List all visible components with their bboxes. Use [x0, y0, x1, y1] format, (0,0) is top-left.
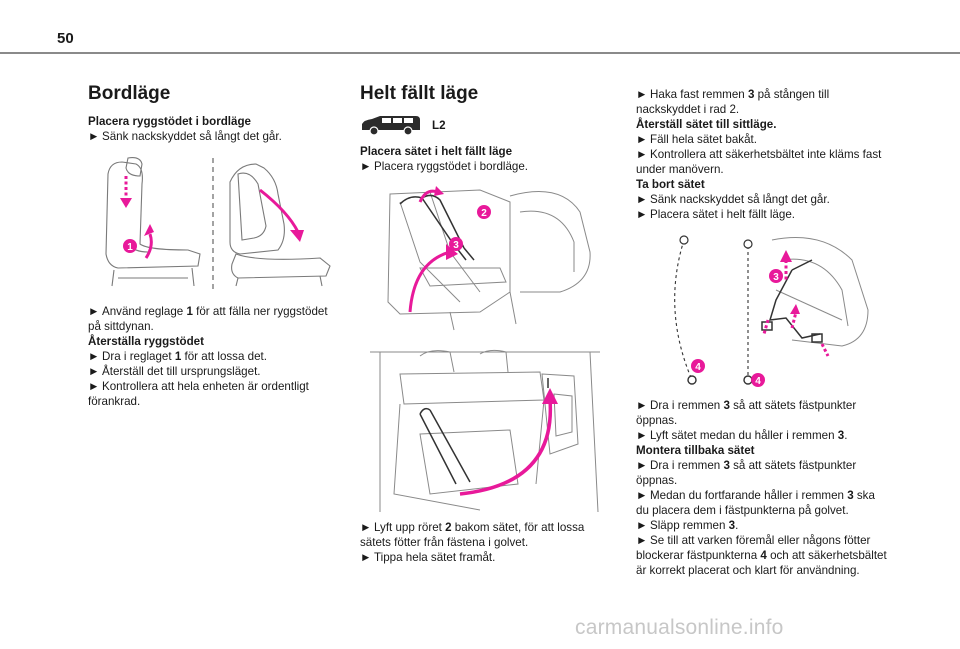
arrow-icon: ►	[88, 380, 100, 393]
arrow-icon: ►	[636, 429, 648, 442]
instruction-step-cont: sätets fötter från fästena i golvet.	[360, 536, 529, 549]
arrow-icon: ►	[636, 208, 648, 221]
callout-label-2: 2	[481, 208, 487, 219]
callout-label-4: 4	[755, 376, 761, 387]
instruction-step: ►Lyft upp röret 2 bakom sätet, för att l…	[360, 521, 585, 534]
arrow-icon: ►	[636, 148, 648, 161]
instruction-step-cont: öppnas.	[636, 414, 678, 427]
arrow-icon: ►	[636, 133, 648, 146]
section-title: Bordläge	[88, 83, 171, 104]
subheading: Placera sätet i helt fällt läge	[360, 145, 513, 158]
callout-label-4: 4	[695, 362, 701, 373]
arrow-icon: ►	[360, 160, 372, 173]
arrow-icon: ►	[636, 489, 648, 502]
seat-fold-illustration: 1	[88, 154, 338, 294]
callout-label-3: 3	[453, 240, 459, 251]
seat-anchor-illustration: 3 4 4	[672, 230, 872, 390]
variant-badge: L2	[432, 118, 446, 132]
section-remove-seat: ►Haka fast remmen 3 på stången till nack…	[636, 87, 898, 578]
seat-tip-forward-illustration	[360, 344, 610, 512]
subheading: Montera tillbaka sätet	[636, 444, 755, 457]
instruction-step: ►Tippa hela sätet framåt.	[360, 551, 496, 564]
instruction-step: ►Kontrollera att säkerhetsbältet inte kl…	[636, 148, 882, 161]
instruction-step: ►Kontrollera att hela enheten är ordentl…	[88, 380, 309, 393]
instruction-step: ►Medan du fortfarande håller i remmen 3 …	[636, 489, 875, 502]
instruction-step: ►Lyft sätet medan du håller i remmen 3.	[636, 429, 848, 442]
instruction-step-cont: öppnas.	[636, 474, 678, 487]
arrow-icon: ►	[636, 519, 648, 532]
instruction-step-cont: blockerar fästpunkterna 4 och att säkerh…	[636, 549, 887, 562]
instruction-step-cont: under manövern.	[636, 163, 724, 176]
instruction-step: ►Släpp remmen 3.	[636, 519, 739, 532]
instruction-step: ►Dra i remmen 3 så att sätets fästpunkte…	[636, 459, 857, 472]
subheading: Ta bort sätet	[636, 178, 705, 191]
arrow-icon: ►	[636, 88, 648, 101]
arrow-icon: ►	[636, 534, 648, 547]
callout-label-1: 1	[127, 242, 133, 253]
instruction-step-cont: på sittdynan.	[88, 320, 154, 333]
callout-label-3: 3	[773, 272, 779, 283]
arrow-icon: ►	[88, 305, 100, 318]
arrow-icon: ►	[88, 350, 100, 363]
arrow-icon: ►	[360, 551, 372, 564]
header-divider	[0, 52, 960, 54]
subheading: Återställ sätet till sittläge.	[636, 118, 777, 131]
arrow-icon: ►	[636, 459, 648, 472]
section-fully-folded: Helt fällt läge L2 Placera sätet i helt …	[360, 80, 610, 565]
instruction-step: ►Dra i reglaget 1 för att lossa det.	[88, 350, 267, 363]
instruction-step: ►Fäll hela sätet bakåt.	[636, 133, 757, 146]
arrow-icon: ►	[88, 130, 100, 143]
page-number: 50	[57, 30, 74, 47]
seat-release-illustration: 2 3	[360, 182, 610, 332]
instruction-step: ►Placera ryggstödet i bordläge.	[360, 160, 529, 173]
arrow-icon: ►	[360, 521, 372, 534]
arrow-icon: ►	[636, 193, 648, 206]
instruction-step: ►Haka fast remmen 3 på stången till	[636, 88, 830, 101]
instruction-step-cont: nackskyddet i rad 2.	[636, 103, 740, 116]
instruction-step-cont: du placera dem i fästpunkterna på golvet…	[636, 504, 849, 517]
instruction-step: ►Placera sätet i helt fällt läge.	[636, 208, 796, 221]
section-title: Helt fällt läge	[360, 83, 479, 104]
arrow-icon: ►	[636, 399, 648, 412]
watermark: carmanualsonline.info	[575, 616, 784, 639]
instruction-step: ►Sänk nackskyddet så långt det går.	[88, 130, 282, 143]
instruction-step: ►Återställ det till ursprungsläget.	[88, 365, 261, 378]
instruction-step: ►Se till att varken föremål eller någons…	[636, 534, 871, 547]
instruction-step-cont: är korrekt placerat och klart för använd…	[636, 564, 860, 577]
subheading: Placera ryggstödet i bordläge	[88, 115, 252, 128]
instruction-step: ►Sänk nackskyddet så långt det går.	[636, 193, 830, 206]
instruction-step: ►Dra i remmen 3 så att sätets fästpunkte…	[636, 399, 857, 412]
arrow-icon: ►	[88, 365, 100, 378]
instruction-step-cont: förankrad.	[88, 395, 141, 408]
instruction-step: ►Använd reglage 1 för att fälla ner rygg…	[88, 305, 328, 318]
subheading: Återställa ryggstödet	[88, 335, 204, 348]
section-table-position: Bordläge Placera ryggstödet i bordläge ►…	[88, 80, 338, 409]
van-icon	[362, 116, 420, 136]
